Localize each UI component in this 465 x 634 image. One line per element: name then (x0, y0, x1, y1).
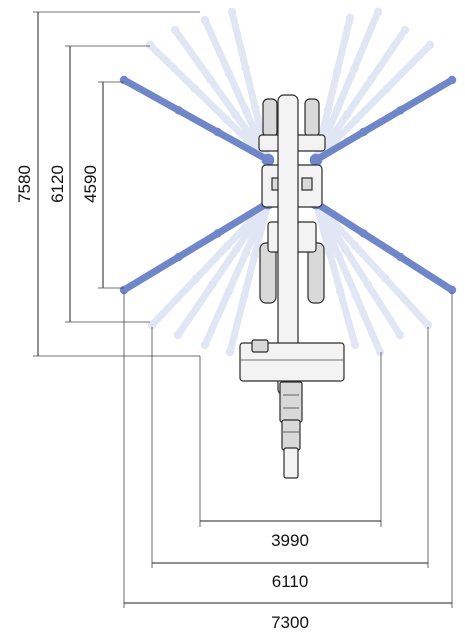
front-left-wheel (262, 98, 278, 138)
dim-label-7580: 7580 (15, 165, 34, 203)
outrigger-swing-positions (145, 7, 435, 357)
dim-label-6120: 6120 (48, 165, 67, 203)
outrigger-front-left (119, 75, 275, 167)
dim-label-6110: 6110 (272, 572, 309, 591)
outrigger-front-right (309, 75, 457, 167)
jib-arm (279, 381, 303, 423)
dim-label-4590: 4590 (81, 165, 100, 203)
front-right-wheel (304, 98, 320, 138)
machine-body-top-view (239, 94, 345, 479)
vertical-dimensions: 7580 6120 4590 (15, 11, 201, 362)
horizontal-dimensions: 3990 6110 7300 (123, 292, 453, 632)
dim-label-3990: 3990 (271, 531, 309, 550)
dim-label-7300: 7300 (271, 613, 309, 632)
outrigger-extreme-positions (119, 75, 457, 295)
